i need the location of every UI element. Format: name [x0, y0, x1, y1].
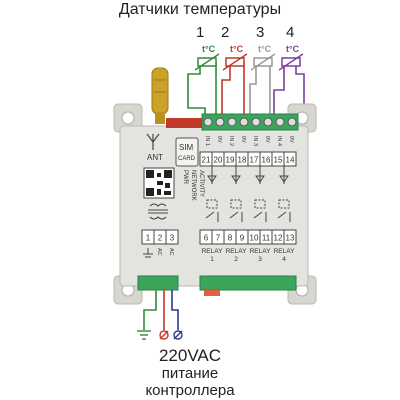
pin-label-21: IN 1 [204, 136, 210, 146]
ac-label-1: AC [156, 248, 162, 256]
sim-card-slot: SIM CARD [175, 137, 199, 167]
terminal-6: 6 [204, 234, 209, 243]
terminal-1: 1 [146, 234, 151, 243]
top-terminal-numbers [199, 151, 297, 167]
sensor-1-symbol [194, 53, 220, 71]
terminal-18: 18 [238, 156, 247, 165]
sensor-1-wire-a [187, 62, 206, 122]
ac-label-2: AC [168, 248, 174, 256]
relay-coil-symbols [205, 199, 291, 222]
terminal-11: 11 [262, 234, 271, 243]
pin-label-19: IN 2 [228, 136, 234, 146]
sim-label: SIM [179, 143, 194, 152]
pin-label-15: IN 4 [276, 136, 282, 146]
terminal-7: 7 [216, 234, 221, 243]
pin-label-17: IN 3 [252, 136, 258, 146]
terminal-16: 16 [262, 156, 271, 165]
transformer-symbol [148, 203, 168, 220]
terminal-14: 14 [286, 156, 295, 165]
led-pwr-label: PWR [182, 170, 188, 185]
pin-label-14: 0V [288, 136, 294, 143]
led-activity-label: ACTIVITY [198, 170, 204, 197]
bottom-terminal-block-right [199, 275, 297, 296]
ac-wire-2 [171, 290, 179, 330]
relay-2-label: RELAY [226, 248, 247, 255]
power-caption-line3: контроллера [145, 382, 235, 399]
terminal-3: 3 [170, 234, 175, 243]
ac-phase-icon-2 [173, 330, 183, 340]
relay-3-number: 3 [258, 256, 262, 263]
sensor-4-symbol [278, 53, 304, 71]
pin-label-18: 0V [240, 136, 246, 143]
terminal-17: 17 [250, 156, 259, 165]
diagram-title: Датчики температуры [118, 1, 282, 18]
sensor-3-wire-a [249, 62, 257, 120]
sensor-number-4: 4 [286, 24, 295, 41]
relay-1-number: 1 [210, 256, 214, 263]
terminal-12: 12 [274, 234, 283, 243]
sensor-2-wire-a [221, 62, 231, 120]
device-case [119, 125, 309, 287]
antenna-label: ANT [147, 153, 163, 162]
led-network-label: NETWORK [190, 170, 196, 201]
sensor-wires [187, 62, 305, 122]
card-label: CARD [178, 156, 196, 162]
relay-4-number: 4 [282, 256, 286, 263]
terminal-10: 10 [250, 234, 259, 243]
sensor-number-1: 1 [196, 24, 205, 41]
terminal-2: 2 [158, 234, 163, 243]
ground-symbol-small [143, 248, 153, 258]
terminal-19: 19 [226, 156, 235, 165]
ground-wire [143, 290, 157, 330]
relay-2-number: 2 [234, 256, 238, 263]
power-caption-line2: питание [161, 365, 219, 382]
input-diode-symbols [207, 166, 289, 184]
sensor-3-label: t°C [258, 44, 272, 54]
terminal-8: 8 [228, 234, 233, 243]
ac-phase-icon-1 [159, 330, 169, 340]
pcb-edge-red [166, 118, 204, 128]
sensor-number-2: 2 [221, 24, 230, 41]
relay-3-label: RELAY [250, 248, 271, 255]
terminal-21: 21 [202, 156, 211, 165]
sensor-4-label: t°C [286, 44, 300, 54]
earth-ground-icon [137, 330, 151, 340]
bottom-terminal-block-left [137, 275, 179, 291]
terminal-20: 20 [214, 156, 223, 165]
pin-label-16: 0V [264, 136, 270, 143]
sensor-2-symbol [222, 53, 248, 71]
relay-4-label: RELAY [274, 248, 295, 255]
qr-code [143, 167, 175, 199]
top-terminal-block [201, 113, 299, 131]
sensor-1-label: t°C [202, 44, 216, 54]
sensor-number-3: 3 [256, 24, 265, 41]
relay-terminal-numbers [199, 229, 297, 245]
terminal-15: 15 [274, 156, 283, 165]
antenna-symbol [146, 133, 160, 150]
antenna [151, 67, 169, 124]
power-terminal-numbers [141, 229, 179, 245]
pin-label-20: 0V [216, 136, 222, 143]
relay-1-label: RELAY [202, 248, 223, 255]
sensor-3-symbol [250, 53, 276, 71]
terminal-9: 9 [240, 234, 245, 243]
power-caption: 220VAC питание контроллера [90, 346, 290, 399]
sensor-2-label: t°C [230, 44, 244, 54]
power-voltage: 220VAC [158, 346, 222, 365]
sensor-4-wire-a [273, 62, 285, 120]
terminal-13: 13 [286, 234, 295, 243]
power-wires [143, 290, 179, 330]
